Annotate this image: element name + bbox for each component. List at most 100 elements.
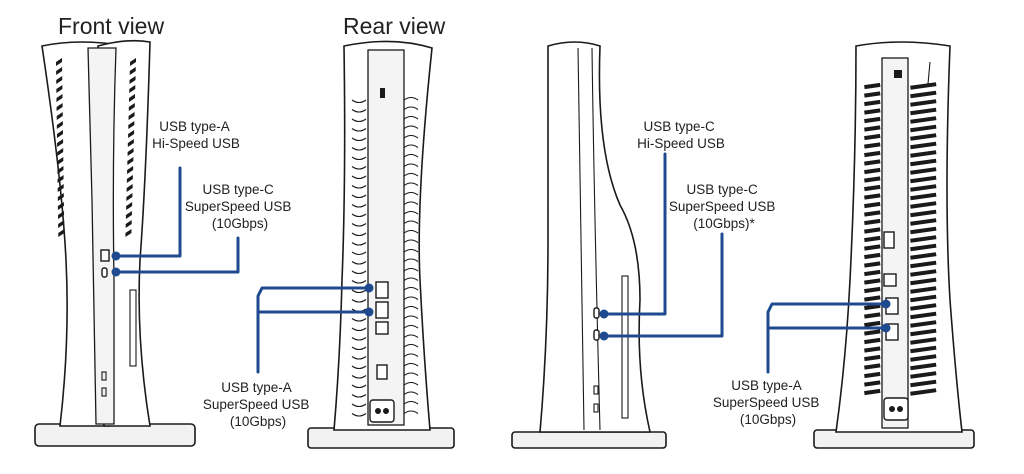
vent-fin: [57, 166, 64, 174]
label-slim-usb-c-ss: USB type-C SuperSpeed USB (10Gbps)*: [669, 182, 779, 231]
vent-fin: [403, 400, 419, 405]
vent-fin: [864, 380, 881, 387]
vent-fin: [910, 337, 937, 345]
vent-fin: [864, 210, 881, 217]
vent-fin: [351, 337, 367, 341]
vent-fin: [403, 248, 419, 253]
vent-fin: [864, 320, 881, 328]
vent-fin: [910, 243, 937, 252]
vent-fin: [128, 130, 135, 138]
vent-fin: [864, 116, 881, 124]
standard-console-rear: [307, 40, 455, 449]
slim-console-rear: [813, 41, 975, 449]
vent-fin: [126, 202, 133, 210]
vent-fin: [351, 204, 367, 208]
vent-fin: [910, 218, 937, 226]
vent-fin: [351, 232, 367, 237]
vent-fin: [864, 269, 881, 277]
vent-fin: [403, 410, 419, 414]
vent-fin: [864, 193, 881, 200]
vent-fin: [910, 311, 937, 320]
vent-fin: [403, 172, 419, 177]
leader-line-slim-usb-c-hs: [602, 152, 667, 316]
power-pin: [897, 406, 903, 412]
power-button: [101, 371, 107, 381]
vent-fin: [864, 278, 881, 285]
vent-fin: [864, 388, 881, 396]
vent-fin: [910, 379, 937, 388]
vent-fin: [910, 269, 937, 277]
vent-fin: [864, 99, 881, 107]
vent-fin: [910, 82, 937, 90]
vent-fin: [351, 394, 367, 398]
vent-fin: [56, 94, 63, 102]
vent-fin: [403, 144, 419, 148]
vent-fin: [864, 91, 881, 98]
vent-fin: [910, 116, 937, 124]
vent-fin: [351, 270, 367, 275]
label-front-usb-a: USB type-A Hi-Speed USB: [152, 119, 240, 151]
hdmi-port-icon: [376, 364, 388, 380]
vent-fin: [57, 184, 64, 192]
vent-fin: [403, 229, 419, 234]
vent-fin: [56, 103, 63, 111]
vent-fin: [58, 229, 65, 237]
vent-fin: [403, 296, 419, 300]
label-rear-usb-a: USB type-A SuperSpeed USB (10Gbps): [203, 380, 313, 429]
vent-fin: [910, 107, 937, 116]
stand-base: [34, 423, 196, 447]
vent-fin: [403, 239, 419, 243]
vent-fin: [351, 346, 367, 351]
vent-fin: [351, 194, 367, 199]
vent-fin: [864, 354, 881, 362]
vent-fin: [57, 175, 64, 183]
vent-fin: [910, 286, 937, 294]
label-slim-usb-c-hs: USB type-C Hi-Speed USB: [637, 119, 725, 151]
vent-fin: [910, 90, 937, 99]
vent-fin: [864, 133, 881, 141]
leader-dot: [599, 331, 609, 341]
vent-fin: [403, 96, 419, 101]
vent-fin: [403, 324, 419, 329]
vent-fin: [910, 260, 937, 269]
core-body: [87, 47, 117, 425]
vent-fin: [57, 193, 64, 201]
vent-fin: [910, 328, 937, 337]
vent-fin: [58, 220, 65, 228]
disc-slot: [129, 289, 137, 367]
vent-fin: [864, 371, 881, 379]
vent-fin: [351, 175, 367, 180]
leader-dot: [364, 307, 374, 317]
usb-a-port-icon: [375, 281, 389, 299]
vent-fin: [910, 371, 937, 379]
usb-a-port-icon: [375, 301, 389, 319]
vent-fin: [864, 82, 881, 90]
leader-line-front-usb-a: [114, 166, 182, 258]
vent-fin: [910, 345, 937, 354]
vent-fin: [864, 312, 881, 319]
vent-fin: [910, 235, 937, 243]
vent-fin: [864, 252, 881, 260]
vent-fin: [130, 58, 136, 66]
vent-fin: [56, 85, 63, 93]
vent-fin: [351, 251, 367, 256]
usb-c-port-icon: [593, 329, 600, 341]
vent-fin: [864, 244, 881, 251]
vent-fin: [910, 277, 937, 286]
vent-fin: [351, 375, 367, 379]
vent-fin: [126, 184, 133, 192]
label-slim-rear-usb-a: USB type-A SuperSpeed USB (10Gbps): [713, 378, 823, 427]
rear-latch: [927, 61, 931, 85]
vent-fin: [126, 175, 133, 183]
leader-line-slim-rear-usb-a: [766, 302, 888, 330]
vent-fin: [403, 334, 419, 338]
vent-fin: [403, 106, 419, 110]
ethernet-port-icon: [883, 273, 897, 287]
vent-fin: [351, 327, 367, 332]
vent-fin: [864, 295, 881, 302]
vent-fin: [128, 112, 135, 120]
ethernet-port-icon: [375, 321, 389, 335]
vent-fin: [864, 227, 881, 234]
vent-fin: [403, 115, 419, 120]
